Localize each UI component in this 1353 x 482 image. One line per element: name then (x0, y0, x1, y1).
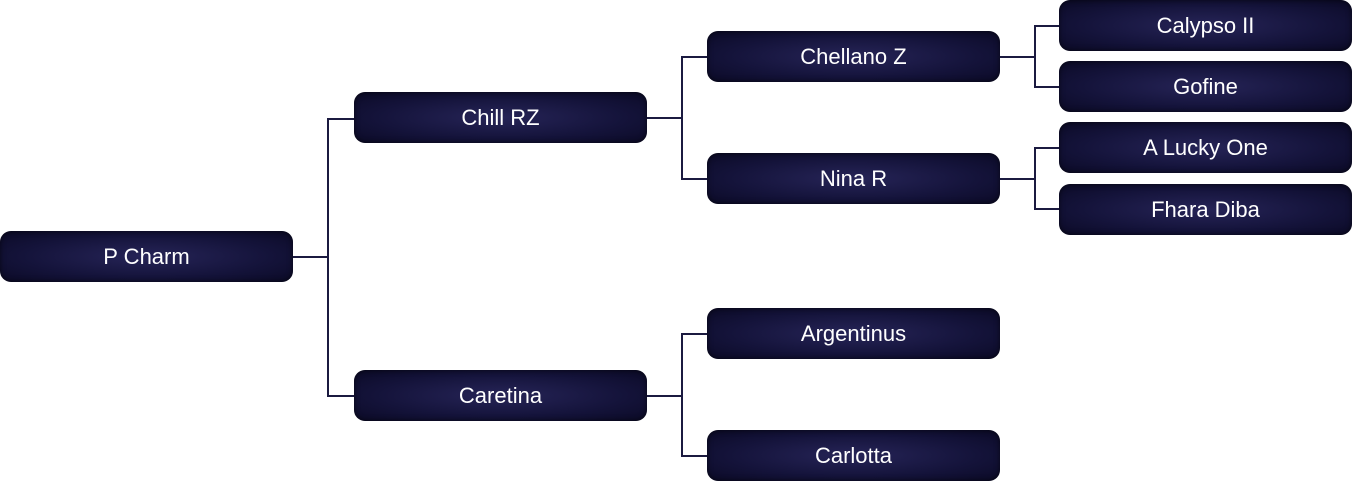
horse-name: Carlotta (814, 442, 893, 468)
horse-name: Chellano Z (800, 43, 907, 69)
connector-line (327, 118, 355, 120)
horse-name: A Lucky One (1143, 134, 1268, 160)
connector-line (1034, 86, 1060, 88)
connector-line (1034, 25, 1060, 27)
connector-line (681, 333, 683, 457)
horse-name: Argentinus (800, 320, 907, 346)
horse-node-sire-sire-sire[interactable]: Calypso II (1059, 0, 1352, 51)
connector-line (327, 395, 355, 397)
connector-line (681, 56, 708, 58)
horse-node-dam[interactable]: Caretina (354, 370, 647, 421)
horse-node-sire-dam[interactable]: Nina R (707, 153, 1000, 204)
horse-node-sire-sire-dam[interactable]: Gofine (1059, 61, 1352, 112)
horse-name: Calypso II (1156, 12, 1255, 38)
horse-node-sire-sire[interactable]: Chellano Z (707, 31, 1000, 82)
connector-line (647, 395, 682, 397)
connector-line (1000, 56, 1035, 58)
connector-line (1034, 147, 1036, 210)
connector-line (681, 455, 708, 457)
horse-name: Fhara Diba (1151, 196, 1260, 222)
horse-node-dam-sire[interactable]: Argentinus (707, 308, 1000, 359)
horse-node-dam-dam[interactable]: Carlotta (707, 430, 1000, 481)
connector-line (681, 56, 683, 180)
connector-line (1034, 208, 1060, 210)
horse-node-subject[interactable]: P Charm (0, 231, 293, 282)
horse-name: Chill RZ (461, 104, 540, 130)
horse-name: Gofine (1173, 73, 1238, 99)
connector-line (1034, 147, 1060, 149)
horse-name: Nina R (819, 165, 888, 191)
connector-line (293, 256, 328, 258)
horse-node-sire[interactable]: Chill RZ (354, 92, 647, 143)
connector-line (327, 118, 329, 397)
horse-node-sire-dam-dam[interactable]: Fhara Diba (1059, 184, 1352, 235)
connector-line (1034, 25, 1036, 88)
horse-node-sire-dam-sire[interactable]: A Lucky One (1059, 122, 1352, 173)
connector-line (681, 333, 708, 335)
connector-line (681, 178, 708, 180)
horse-name: P Charm (103, 243, 190, 269)
connector-line (647, 117, 682, 119)
horse-name: Caretina (458, 382, 543, 408)
connector-line (1000, 178, 1035, 180)
